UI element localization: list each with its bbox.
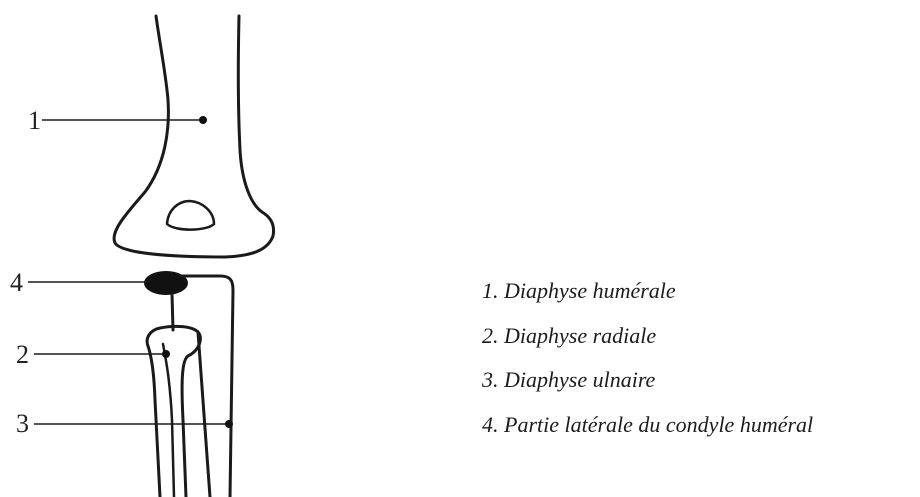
callout-dot-2 — [162, 350, 170, 358]
callout-number-1: 1 — [28, 106, 41, 135]
legend-item-1: 1. Diaphyse humérale — [482, 276, 813, 321]
legend-list: 1. Diaphyse humérale 2. Diaphyse radiale… — [482, 276, 813, 454]
callout-number-2: 2 — [16, 340, 29, 369]
radius-outer-edge — [148, 346, 160, 497]
callout-number-4: 4 — [10, 268, 23, 297]
callout-dot-3 — [225, 420, 233, 428]
ulna-inner-edge — [172, 294, 210, 497]
callout-number-3: 3 — [16, 409, 29, 438]
legend-item-2: 2. Diaphyse radiale — [482, 321, 813, 366]
legend-item-3: 3. Diaphyse ulnaire — [482, 365, 813, 410]
legend-item-4: 4. Partie latérale du condyle huméral — [482, 410, 813, 455]
callout-1: 1 — [28, 106, 207, 135]
callout-4: 4 — [10, 268, 150, 297]
callout-3: 3 — [16, 409, 233, 438]
humerus-outline — [114, 16, 274, 257]
radius-neck-line — [163, 344, 174, 497]
callout-dot-1 — [199, 116, 207, 124]
olecranon-fossa — [167, 201, 214, 230]
